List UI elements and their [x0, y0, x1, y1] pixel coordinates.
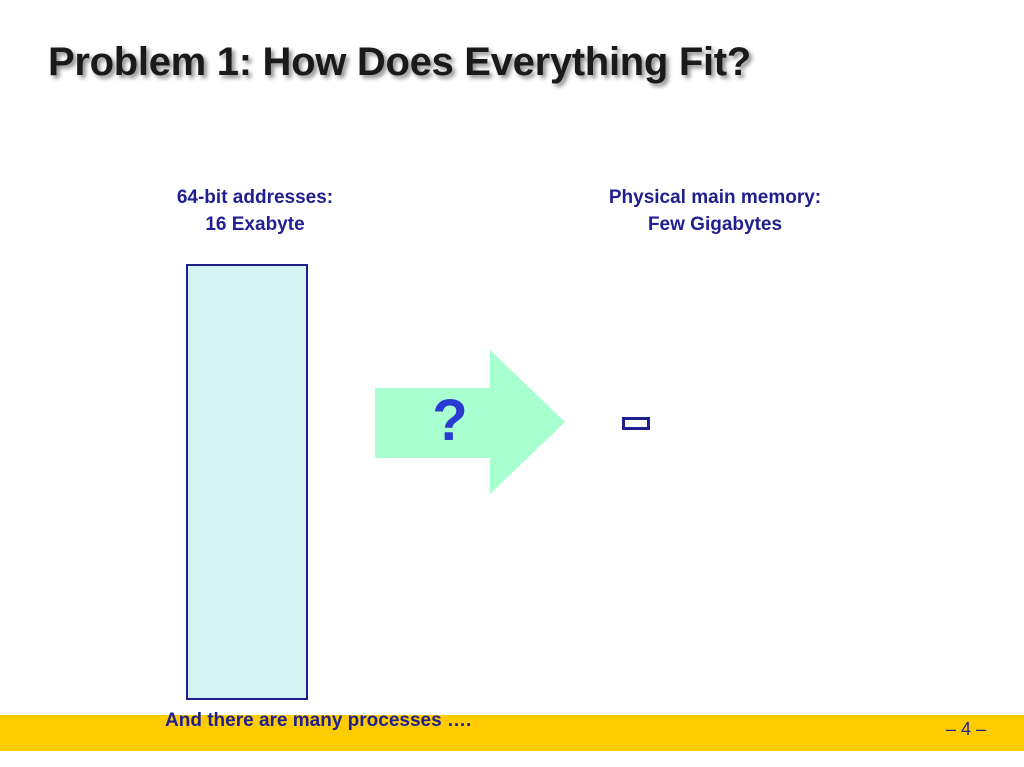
footer-bar — [0, 715, 1024, 751]
mapping-arrow-icon — [375, 350, 565, 494]
footer-note: And there are many processes …. — [165, 710, 472, 731]
physical-memory-label-line1: Physical main memory: — [608, 187, 822, 208]
page-number: – 4 – — [945, 719, 986, 739]
physical-memory-label-line2: Few Gigabytes — [647, 214, 783, 235]
slide-title: Problem 1: How Does Everything Fit? — [48, 40, 751, 84]
mapping-arrow-shape — [375, 350, 565, 494]
physical-memory-label: Physical main memory: Few Gigabytes — [565, 184, 865, 238]
virtual-address-label: 64-bit addresses: 16 Exabyte — [135, 184, 375, 238]
virtual-address-space-box — [186, 264, 308, 700]
physical-memory-box — [622, 417, 650, 430]
question-mark: ? — [432, 388, 468, 453]
virtual-address-label-line1: 64-bit addresses: — [176, 187, 334, 208]
virtual-address-label-line2: 16 Exabyte — [205, 214, 305, 235]
